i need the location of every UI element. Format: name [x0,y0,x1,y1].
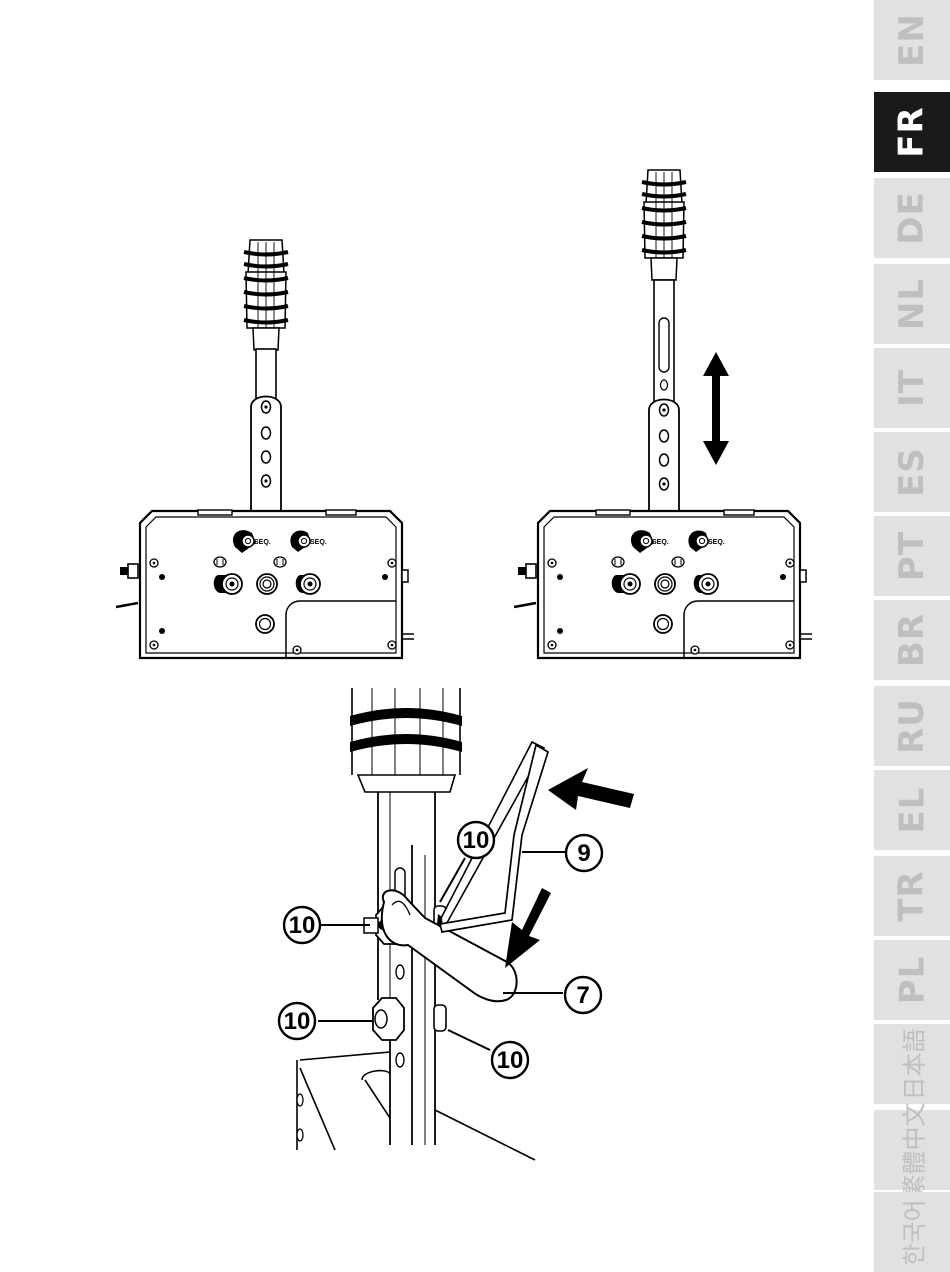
language-tab[interactable]: 日本語 [874,1024,950,1104]
seq-port-label: SEQ. [254,539,271,546]
language-tab-label: 繁體中文 [895,1102,930,1198]
language-tab-label: 한국어 [895,1199,930,1265]
seq-port-label: SEQ. [708,539,725,546]
language-tab-label: PL [892,956,932,1005]
illustrations: SEQ. SEQ. SEQ. SEQ. [0,0,870,1267]
language-tab[interactable]: DE [874,178,950,258]
callout-nut-label: 10 [497,1047,524,1074]
language-tab-label: BR [892,613,932,667]
language-tab-label: DE [892,191,932,244]
language-tab-label: TR [892,870,932,921]
callout-nut-label: 10 [284,1008,311,1035]
language-tab[interactable]: TR [874,856,950,936]
shifter-unit-low-lever: SEQ. SEQ. [116,240,414,658]
language-tab-label: PT [892,531,932,581]
language-tab[interactable]: PT [874,516,950,596]
callout-wrench-label: 7 [576,982,589,1009]
language-tab-label: EL [892,787,932,834]
seq-port-label: SEQ. [310,539,327,546]
callout-allen-key-label: 9 [577,840,590,867]
language-tab[interactable]: EN [874,0,950,80]
language-tab-label: IT [892,369,932,407]
language-tab-label: ES [892,447,932,497]
push-arrow-icon [548,768,634,810]
callout-nut-label: 10 [289,912,316,939]
language-tab[interactable]: IT [874,348,950,428]
language-tab[interactable]: PL [874,940,950,1020]
height-adjust-arrow-icon [703,352,729,465]
seq-port-label: SEQ. [652,539,669,546]
language-tab-label: RU [892,698,932,754]
callout-nut-label: 10 [463,827,490,854]
language-tab-label: NL [892,278,932,330]
language-tab[interactable]: FR [874,92,950,172]
language-tab[interactable]: 한국어 [874,1192,950,1272]
language-tab[interactable]: BR [874,600,950,680]
adjustment-closeup: 7 9 10 10 10 10 [279,688,634,1160]
language-tab-label: 日本語 [895,1028,930,1100]
language-tab[interactable]: EL [874,770,950,850]
language-tab[interactable]: ES [874,432,950,512]
language-tab[interactable]: 繁體中文 [874,1110,950,1190]
shifter-unit-extended-lever: SEQ. SEQ. [514,170,812,658]
language-tab-label: FR [892,106,932,157]
language-tab-label: EN [892,13,932,67]
language-tab[interactable]: RU [874,686,950,766]
language-tab[interactable]: NL [874,264,950,344]
